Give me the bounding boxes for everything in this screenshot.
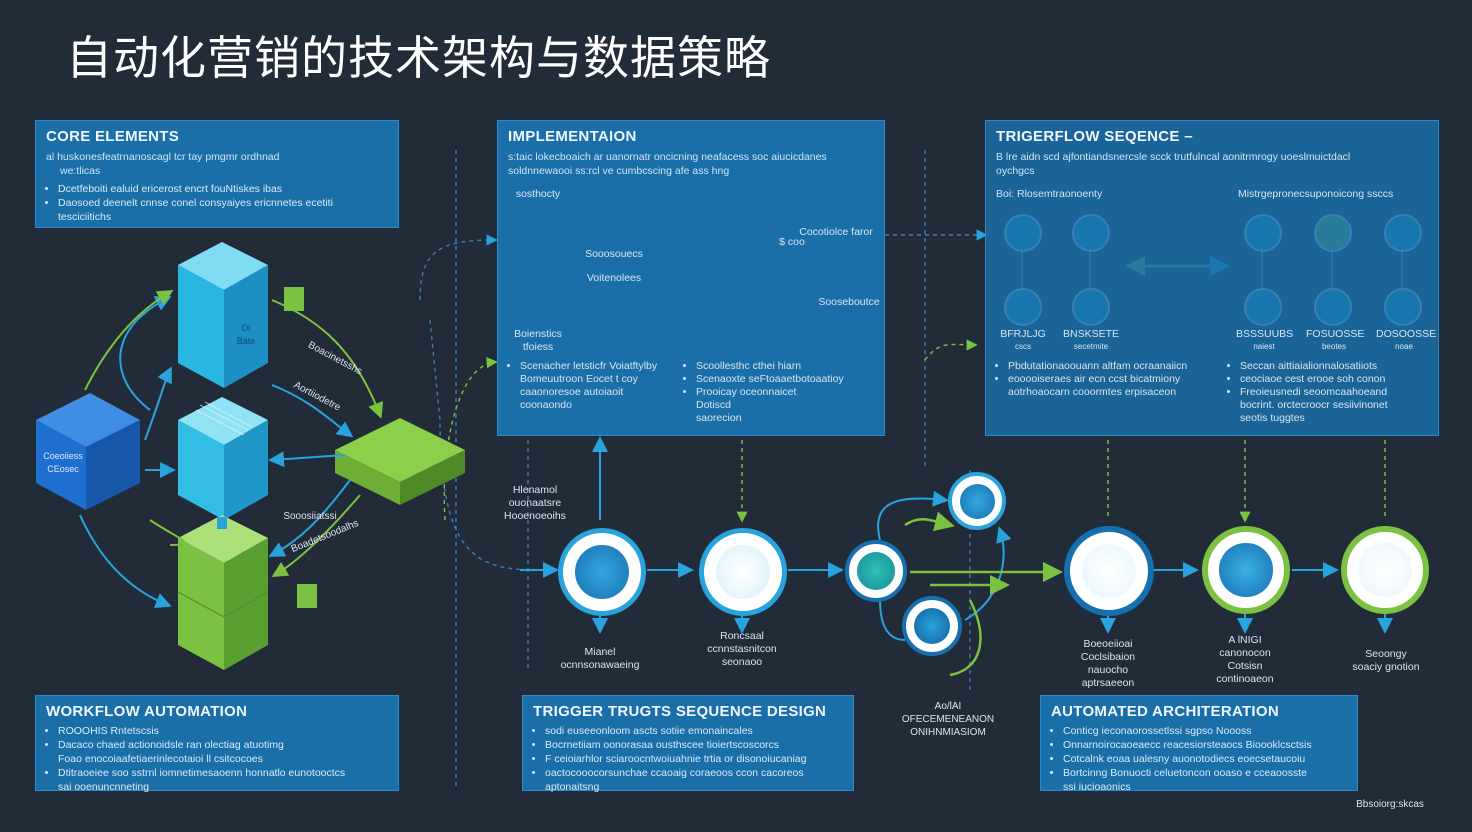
bullet: Seccan aittiaialionnalosatiiots <box>1240 360 1445 373</box>
node-label: DOSOOSSE <box>1376 328 1437 340</box>
panel-text: soldnnewaooi ss:rcl ve cumbcscing afe as… <box>508 165 730 177</box>
panel-heading: WORKFLOW AUTOMATION <box>46 703 248 720</box>
store-label: Sooseboutce <box>818 296 880 308</box>
bullet: sodi euseeonloom ascts sotiie emonaincal… <box>545 724 843 738</box>
node-label: BNSKSETE <box>1062 328 1120 340</box>
node-sublabel: cscs <box>1015 342 1031 351</box>
bullet: Bortcinng Bonuocti celuetoncon ooaso e c… <box>1063 766 1347 780</box>
bullet: coonaondo <box>520 399 572 411</box>
flow-label: Mianel ocnnsonawaeing <box>560 646 640 671</box>
bullet: oactocooocorsunchae ccaoaig coraeoos cco… <box>545 766 843 780</box>
node-label: FOSUOSSE <box>1306 328 1365 340</box>
bullet: aotrhoaocarn cooormtes erpisaceon <box>1008 386 1177 398</box>
panel-text: al huskonesfeatrnanoscagl tcr tay pmgmr … <box>46 151 280 163</box>
bullet: Freoieusnedi seoomcaahoeand <box>1240 386 1445 399</box>
panel-heading: IMPLEMENTAION <box>508 128 637 145</box>
panel-core-elements: CORE ELEMENTS al huskonesfeatrnanoscagl … <box>35 120 399 228</box>
bullet: seotis tuggtes <box>1240 412 1305 424</box>
page-title: 自动化营销的技术架构与数据策略 <box>66 31 771 85</box>
bullet: caaonoresoe autoiaoit <box>520 386 624 398</box>
bullet: Dotiscd <box>696 399 732 411</box>
bullet: Cotcalnk eoaa ualesny auonotodiecs eoecs… <box>1063 752 1347 766</box>
group-label: Boi: Rlosemtraonoenty <box>996 188 1103 200</box>
bullet: ceociaoe cest erooe soh conon <box>1240 373 1445 386</box>
panel-workflow-automation: WORKFLOW AUTOMATION ROOOHIS Rntetscsis D… <box>35 695 399 793</box>
bullet: aptonaitsng <box>545 781 600 793</box>
panel-heading: AUTOMATED ARCHITERATION <box>1051 703 1279 720</box>
bullet: Dcetfeboiti ealuid ericerost encrt fouNt… <box>58 182 388 196</box>
bullet: Pbdutationaoouann altfam ocraanaiicn <box>1008 360 1238 373</box>
flow-node-ai-icon <box>845 540 907 602</box>
stack-top-label: sosthocty <box>515 188 561 200</box>
node-label: BSSSUUBS <box>1236 328 1294 340</box>
bullet: Bocrnetiiam oonorasaa ousthscee tioierts… <box>545 738 843 752</box>
bullet: bocrint. orctecroocr sesiivinonet <box>1240 399 1388 411</box>
node-sublabel: noae <box>1395 342 1413 351</box>
trigger-bullets-left: Pbdutationaoouann altfam ocraanaiicn eoo… <box>996 360 1238 399</box>
flow-node-shield-icon <box>1341 526 1429 614</box>
bullet: Daosoed deenelt cnnse conel consyaiyes e… <box>58 196 388 224</box>
stack-bottom-label: Boienstics tfoiess <box>514 328 562 353</box>
flow-label: Roncsaal ccnnstasnitcon seonaoo <box>707 630 777 668</box>
bullet: sai ooenuncnneting <box>58 781 150 793</box>
bullet: Scenaoxte seFtoaaetbotoaatioy <box>696 373 886 386</box>
arrow-label: Voitenolees <box>586 272 642 284</box>
panel-trigger-design: TRIGGER TRUGTS SEQUENCE DESIGN sodi euse… <box>522 695 854 793</box>
node-sublabel: naiest <box>1253 342 1275 351</box>
flow-node-user-icon <box>902 596 962 656</box>
flow-node-robot-icon <box>948 472 1006 530</box>
group-label: Mistrgepronecsuponoicong ssccs <box>1238 188 1394 200</box>
impl-bullets-right: Scoollesthc cthei hiarn Scenaoxte seFtoa… <box>684 360 886 425</box>
flow-node-brain-icon <box>699 528 787 616</box>
bullet: Bomeuutroon Eocet t coy <box>520 373 638 385</box>
arrow-label: $ coo <box>779 236 805 248</box>
bullet: ROOOHIS Rntetscsis <box>58 724 388 738</box>
node-label: BFRJLJG <box>1000 328 1046 340</box>
panel-text: B lre aidn scd ajfontiandsnercsle scck t… <box>996 151 1351 163</box>
bullet: Foao enocoiaafetiaerinlecotaioi ll csitc… <box>58 753 263 765</box>
panel-text: s:taic lokecboaich ar uanornatr oncicnin… <box>508 151 827 163</box>
footer-credit: Bbsoiorg:skcas <box>1356 799 1424 810</box>
flow-label: Ao/lAI OFECEMENEANON ONIHNMIASIOM <box>901 701 995 738</box>
panel-automated-architecture: AUTOMATED ARCHITERATION Conticg ieconaor… <box>1040 695 1358 793</box>
bullet: Dacaco chaed actionoidsle ran olectiag a… <box>58 738 388 752</box>
block-label: Di Bate <box>236 323 256 346</box>
panel-implementation: IMPLEMENTAION s:taic lokecboaich ar uano… <box>497 120 885 436</box>
bullet: Onnarnoirocaoeaecc reacesiorsteaocs Bioo… <box>1063 738 1347 752</box>
flow-label: Seoongy soaciy gnotion <box>1352 648 1420 673</box>
flow-label: A lNIGI canonocon Cotsisn continoaeon <box>1216 634 1274 685</box>
flow-label: Boeoeiioai Coclsibaion nauocho aptrsaeeo… <box>1080 638 1136 689</box>
panel-text: we:tlicas <box>60 165 101 177</box>
panel-heading: TRIGERFLOW SEQENCE – <box>996 128 1193 145</box>
bullet: F ceioiarhlor sciaroocntwoiuahnie trtia … <box>545 752 843 766</box>
bullet: saorecion <box>696 412 742 424</box>
flow-node-gear-icon <box>1202 526 1290 614</box>
flow-node-data-icon <box>558 528 646 616</box>
bullet: ssi iucioaonics <box>1063 781 1131 793</box>
flow-label: Hlenamol ouonaatsre Hooenoeoihs <box>504 484 566 522</box>
trigger-bullets-right: Seccan aittiaialionnalosatiiots ceociaoe… <box>1228 360 1445 425</box>
bullet: eooooiseraes air ecn ccst bicatmiony <box>1008 373 1238 386</box>
impl-bullets-left: Scenacher letsticfr Voiatftylby Bomeuutr… <box>508 360 690 412</box>
bullet: Prooicay oceonnaicet <box>696 386 886 399</box>
node-sublabel: beotes <box>1321 342 1347 351</box>
bullet: Scenacher letsticfr Voiatftylby <box>520 360 690 373</box>
flow-node-database-icon <box>1064 526 1154 616</box>
node-sublabel: secetmite <box>1073 342 1109 351</box>
panel-trigger-flow: TRIGERFLOW SEQENCE – B lre aidn scd ajfo… <box>985 120 1439 436</box>
panel-heading: CORE ELEMENTS <box>46 128 180 145</box>
bullet: Scoollesthc cthei hiarn <box>696 360 886 373</box>
diagonal-label: Sooosiiatssi <box>283 511 337 522</box>
bullet: Dtitraoeiee soo sstrnl iomnetimesaoenn h… <box>58 766 388 780</box>
panel-heading: TRIGGER TRUGTS SEQUENCE DESIGN <box>533 703 827 720</box>
bullet: Conticg ieconaorossetlssi sgpso Noooss <box>1063 724 1347 738</box>
cube-label: Coeoiiess CEosec <box>43 451 83 474</box>
panel-text: oychgcs <box>996 165 1035 177</box>
store-label: Cocotiolce faror <box>799 226 873 238</box>
arrow-label: Sooosouecs <box>585 248 643 260</box>
